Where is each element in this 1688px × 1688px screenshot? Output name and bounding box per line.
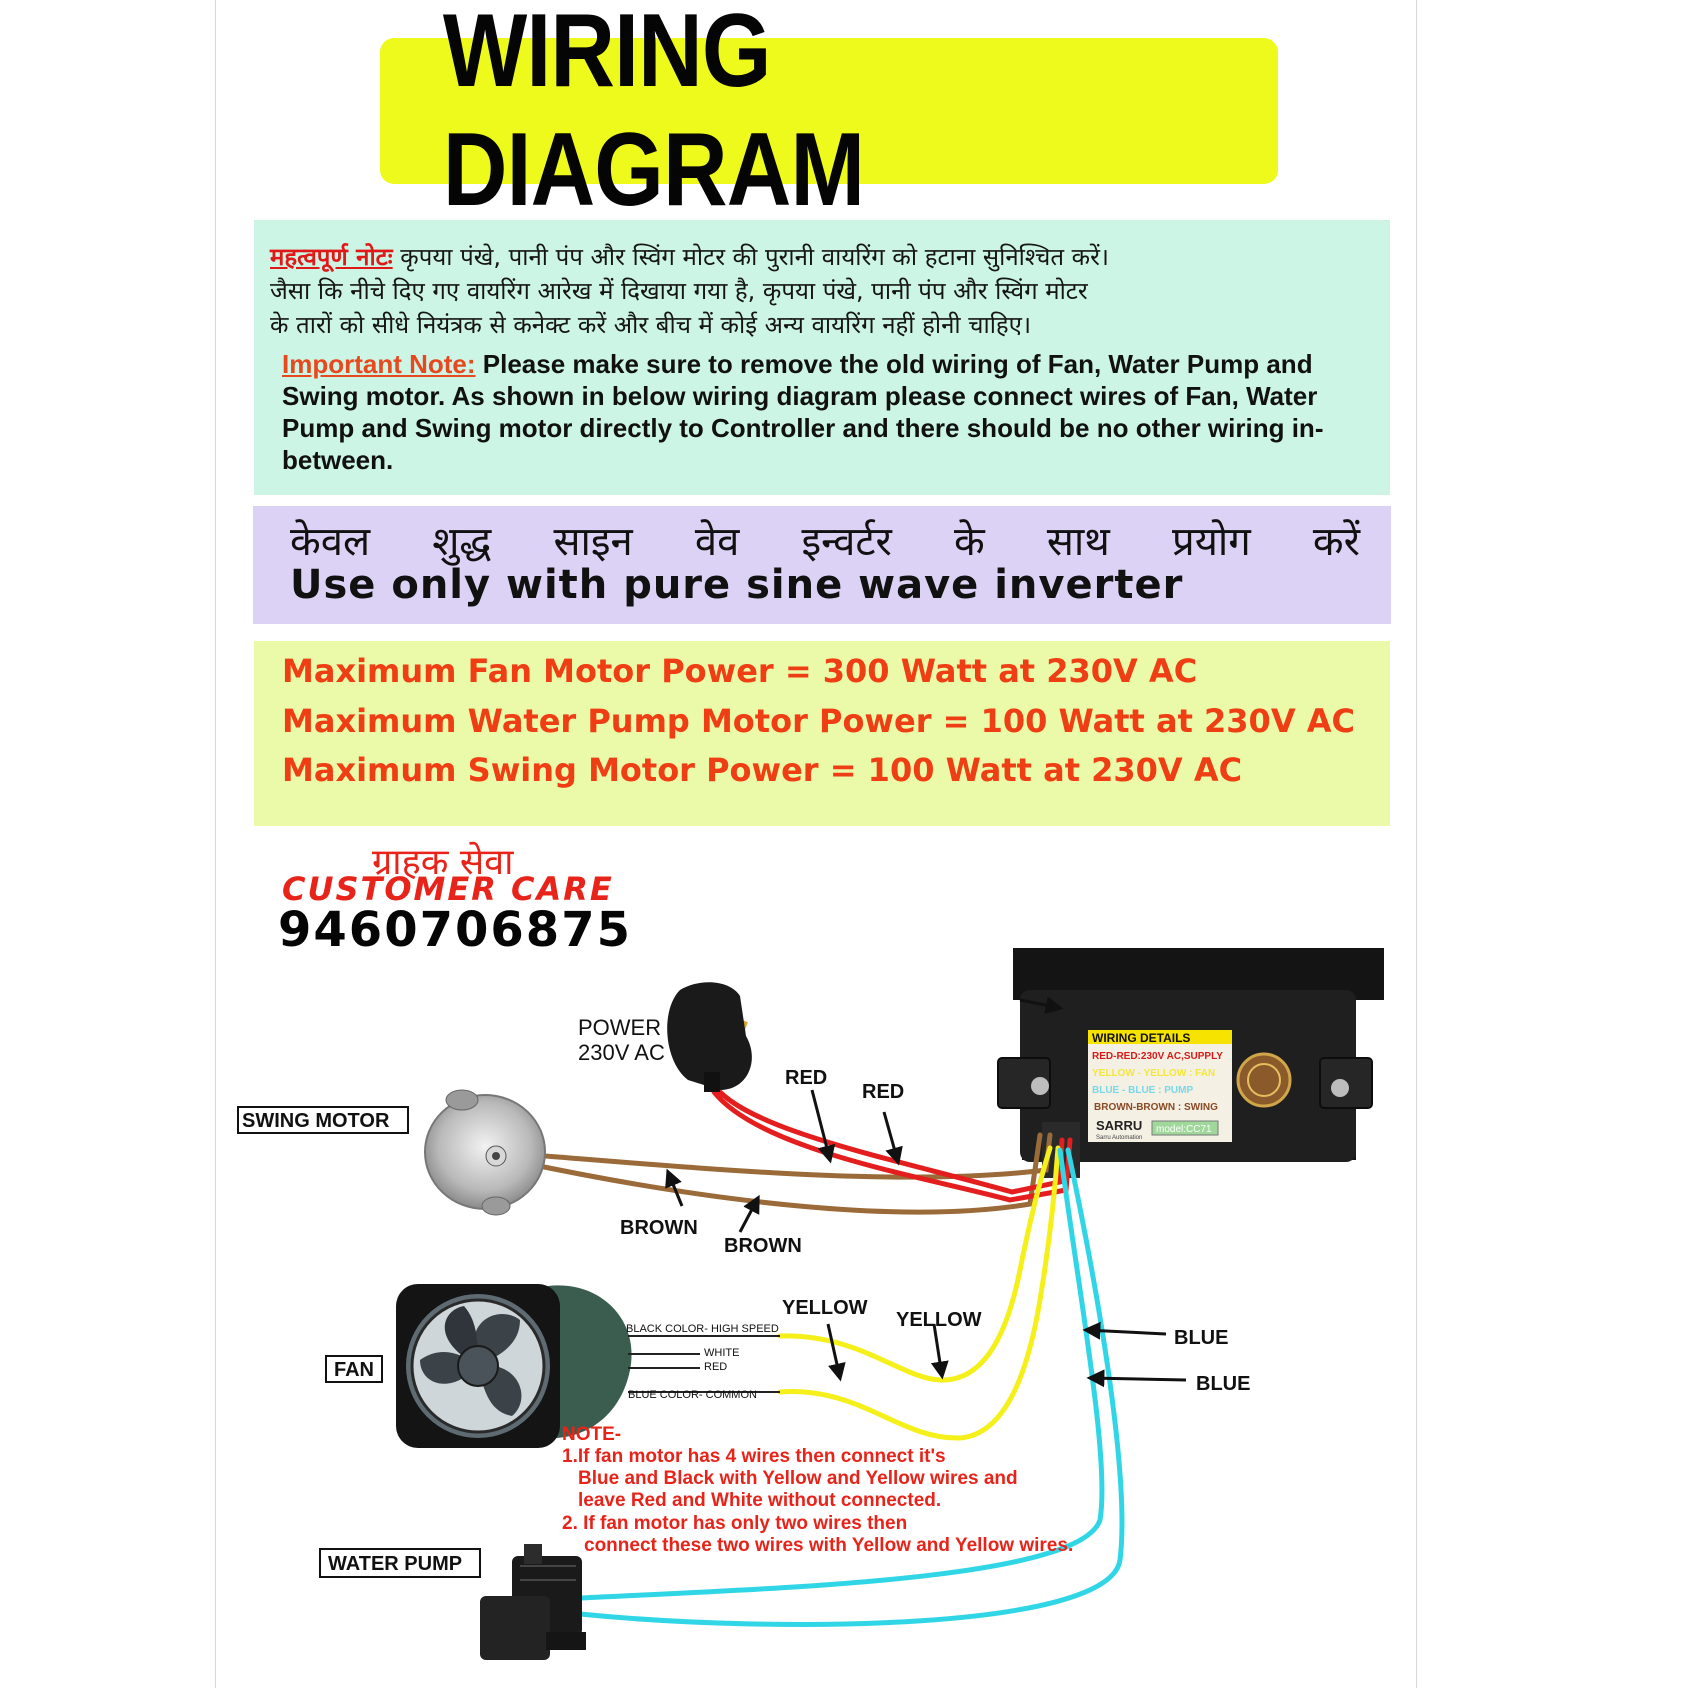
hindi-note-label: महत्वपूर्ण नोटः xyxy=(270,243,393,271)
yellow-label-2: YELLOW xyxy=(896,1309,982,1331)
fan-note-1c: leave Red and White without connected. xyxy=(578,1490,941,1511)
english-note-text: Please make sure to remove the old wirin… xyxy=(282,349,1324,475)
power-limit-swing: Maximum Swing Motor Power = 100 Watt at … xyxy=(282,751,1243,789)
power-label-1: POWER xyxy=(578,1015,661,1040)
inverter-panel xyxy=(253,506,1391,624)
fan-wire-white-label: WHITE xyxy=(704,1347,739,1359)
power-plug-icon xyxy=(667,982,752,1092)
hindi-note-line-2: जैसा कि नीचे दिए गए वायरिंग आरेख में दिख… xyxy=(270,277,1088,305)
sticker-row-4: BROWN-BROWN : SWING xyxy=(1094,1102,1218,1113)
hindi-note-line-1: महत्वपूर्ण नोटः कृपया पंखे, पानी पंप और … xyxy=(270,240,1109,273)
yellow-wires xyxy=(777,1145,1061,1441)
blue-label-2: BLUE xyxy=(1196,1373,1250,1395)
power-limit-fan: Maximum Fan Motor Power = 300 Watt at 23… xyxy=(282,652,1198,690)
sticker-row-2: YELLOW - YELLOW : FAN xyxy=(1092,1068,1215,1079)
customer-care-hindi: ग्राहक सेवा xyxy=(372,842,514,883)
fan-wire-black-label: BLACK COLOR- HIGH SPEED xyxy=(626,1323,779,1335)
blue-label-1: BLUE xyxy=(1174,1327,1228,1349)
water-pump-label: WATER PUMP xyxy=(328,1553,462,1575)
red-label-2: RED xyxy=(862,1081,904,1103)
water-pump-tag xyxy=(319,1548,481,1578)
mount-tab-left xyxy=(997,1057,1051,1109)
blue-wires xyxy=(577,1147,1125,1627)
fan-note-2b: connect these two wires with Yellow and … xyxy=(584,1535,1073,1556)
fan-note-1a: 1.If fan motor has 4 wires then connect … xyxy=(562,1446,946,1467)
sticker-row-1: RED-RED:230V AC,SUPPLY xyxy=(1092,1051,1223,1062)
swing-motor-label: SWING MOTOR xyxy=(242,1110,390,1132)
brown-label-2: BROWN xyxy=(724,1235,802,1257)
screw-icon xyxy=(1331,1079,1349,1097)
page-title: WIRING DIAGRAM xyxy=(442,0,865,228)
customer-care-phone: 9460706875 xyxy=(278,902,632,958)
water-pump-icon xyxy=(480,1544,586,1660)
brown-label-1: BROWN xyxy=(620,1217,698,1239)
pointer-arrows xyxy=(665,996,1187,1388)
customer-care-label: CUSTOMER CARE xyxy=(282,870,614,908)
inverter-english: Use only with pure sine wave inverter xyxy=(290,562,1184,608)
title-banner: WIRING DIAGRAM xyxy=(380,0,1278,228)
english-note-label: Important Note: xyxy=(282,349,476,379)
fan-note-1b: Blue and Black with Yellow and Yellow wi… xyxy=(578,1468,1018,1489)
sticker-title: WIRING DETAILS xyxy=(1092,1031,1190,1045)
fan-note-title: NOTE- xyxy=(562,1424,621,1445)
important-note-panel xyxy=(254,220,1390,495)
screw-icon xyxy=(1031,1077,1049,1095)
hologram-seal-icon xyxy=(1236,1052,1292,1108)
fan-wire-blue-label: BLUE COLOR- COMMON xyxy=(628,1389,757,1401)
red-label-1: RED xyxy=(785,1067,827,1089)
sticker-brand: SARRU xyxy=(1096,1118,1142,1133)
diagram-labels: POWER 230V AC SWING MOTOR FAN WATER PUMP… xyxy=(237,1015,1250,1578)
power-limits-panel xyxy=(254,641,1390,826)
sticker-row-3: BLUE - BLUE : PUMP xyxy=(1092,1085,1193,1096)
swing-motor-tag xyxy=(237,1106,409,1134)
fan-icon xyxy=(396,1284,780,1448)
fan-tag xyxy=(325,1355,383,1383)
controller-unit: WIRING DETAILS RED-RED:230V AC,SUPPLY YE… xyxy=(997,948,1384,1178)
red-wires xyxy=(709,1079,1073,1203)
sticker-model: model:CC71 xyxy=(1156,1124,1212,1135)
brown-wires xyxy=(517,1132,1053,1215)
fan-wire-red-label: RED xyxy=(704,1361,727,1373)
yellow-label-1: YELLOW xyxy=(782,1297,868,1319)
swing-motor-icon xyxy=(424,1089,546,1216)
sticker-brand-sub: Sarru Automation xyxy=(1096,1135,1142,1141)
power-limit-pump: Maximum Water Pump Motor Power = 100 Wat… xyxy=(282,702,1355,740)
fan-label: FAN xyxy=(334,1359,374,1381)
hindi-note-text-1: कृपया पंखे, पानी पंप और स्विंग मोटर की प… xyxy=(400,243,1109,271)
inverter-hindi: केवल शुद्ध साइन वेव इन्वर्टर के साथ प्रय… xyxy=(290,519,1360,565)
power-label-2: 230V AC xyxy=(578,1040,665,1065)
english-note: Important Note: Please make sure to remo… xyxy=(282,348,1382,476)
hindi-note-line-3: के तारों को सीधे नियंत्रक से कनेक्ट करें… xyxy=(270,311,1032,339)
fan-note-2a: 2. If fan motor has only two wires then xyxy=(562,1513,907,1534)
